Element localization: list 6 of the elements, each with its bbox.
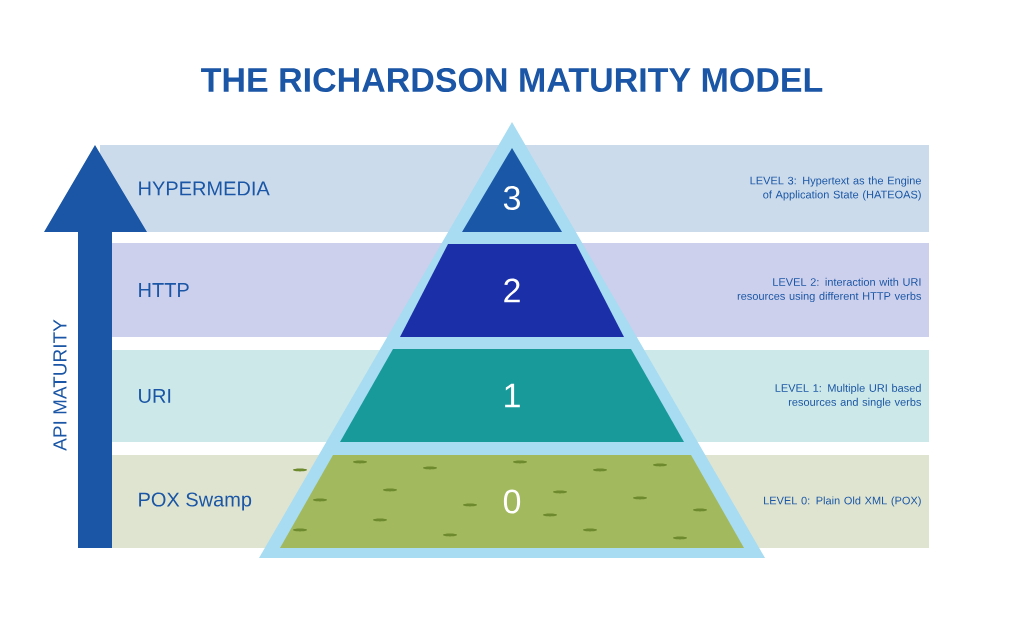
axis-label: API MATURITY bbox=[53, 319, 67, 451]
pyramid-tier: 0 bbox=[280, 455, 744, 548]
pyramid-tier: 2 bbox=[400, 244, 624, 337]
title: THE RICHARDSON MATURITY MODEL bbox=[201, 67, 823, 93]
pyramid-tier: 1 bbox=[340, 349, 684, 442]
pyramid-tier: 3 bbox=[462, 148, 562, 232]
